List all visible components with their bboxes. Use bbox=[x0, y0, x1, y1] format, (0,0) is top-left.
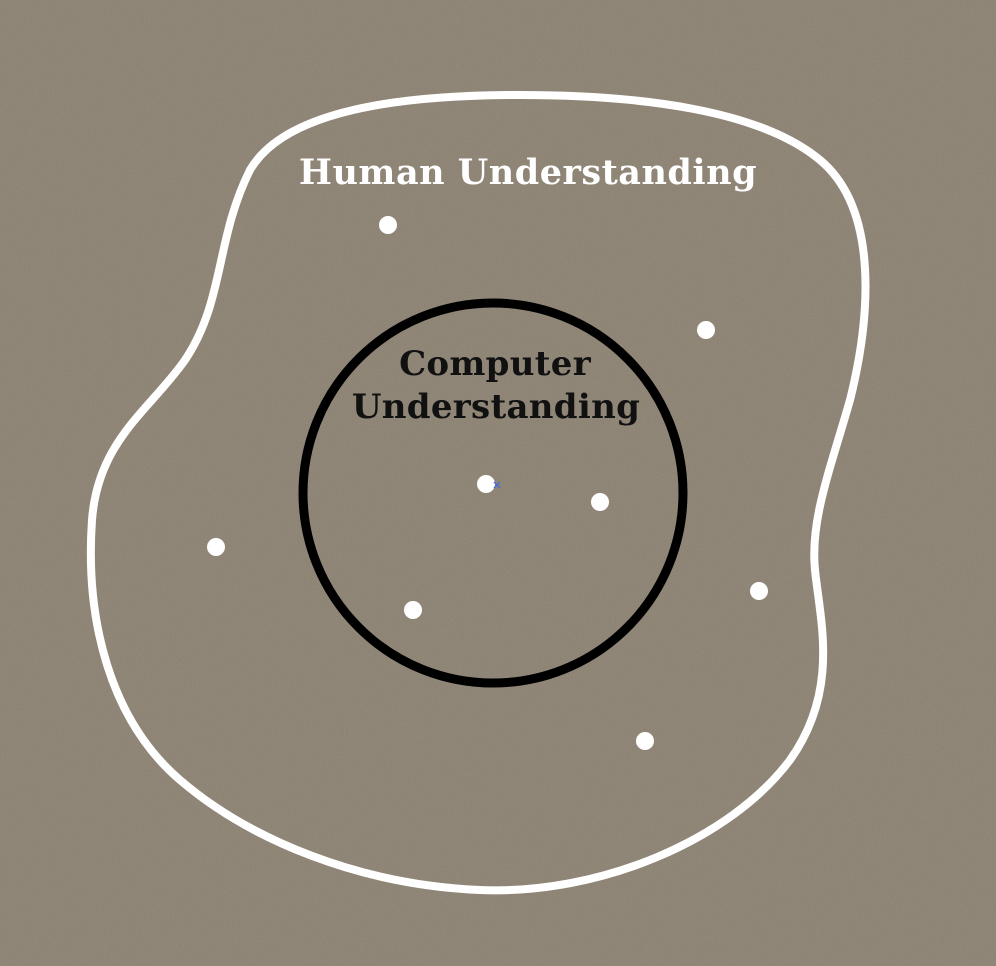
point-outer bbox=[697, 321, 715, 339]
point-outer bbox=[750, 582, 768, 600]
point-outer bbox=[207, 538, 225, 556]
human-understanding-label: Human Understanding bbox=[299, 152, 757, 193]
point-outer bbox=[636, 732, 654, 750]
computer-understanding-label-line-2: Understanding bbox=[352, 387, 640, 427]
human-understanding-boundary bbox=[86, 90, 870, 895]
computer-understanding-boundary bbox=[298, 298, 688, 688]
point-inner bbox=[477, 475, 495, 493]
center-marker-icon bbox=[493, 481, 501, 489]
computer-understanding-label-line-1: Computer bbox=[399, 344, 592, 384]
point-inner bbox=[591, 493, 609, 511]
point-outer bbox=[379, 216, 397, 234]
point-inner bbox=[404, 601, 422, 619]
